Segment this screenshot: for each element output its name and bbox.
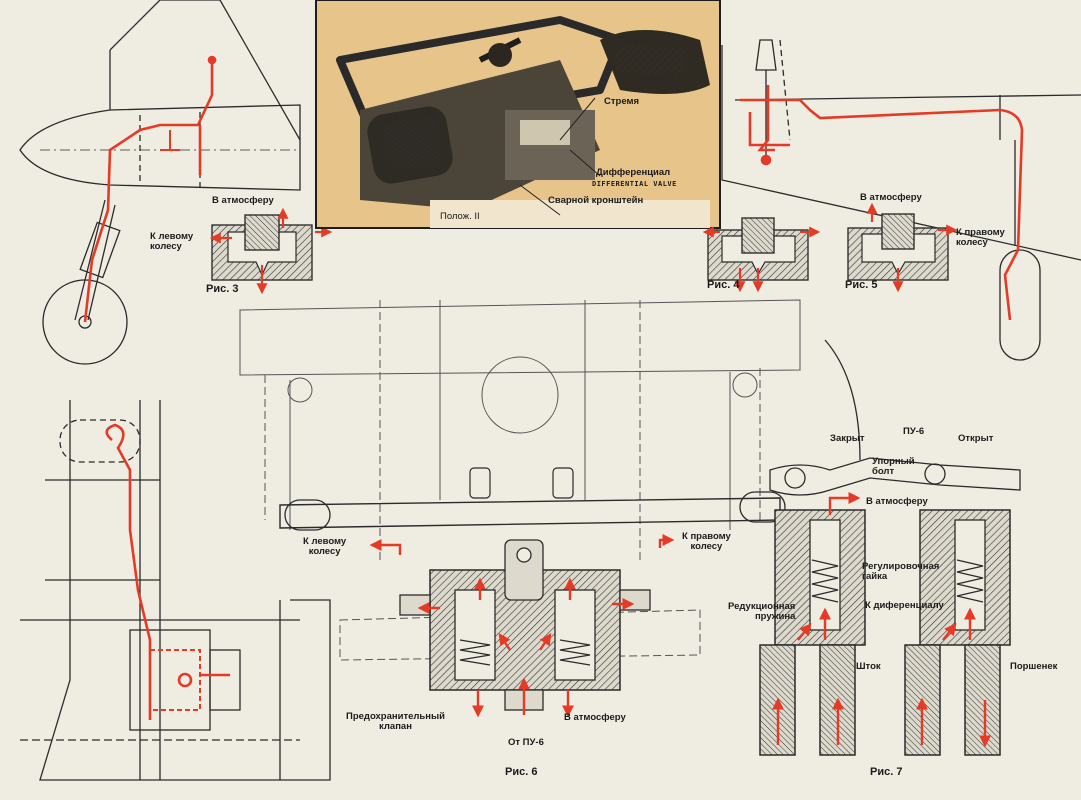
fig5-label-atmosphere: В атмосферу bbox=[860, 192, 922, 203]
fig6-arrows bbox=[369, 534, 675, 718]
fig7-label-closed: Закрыт bbox=[830, 433, 865, 444]
right-gear-brake-line bbox=[740, 85, 1024, 321]
fig3-title: Рис. 3 bbox=[206, 283, 239, 295]
fig7-label-atmosphere: В атмосферу bbox=[866, 496, 928, 507]
fig6-label-right-wheel: К правому колесу bbox=[682, 531, 731, 552]
fig7-pedal-link bbox=[769, 339, 1021, 496]
fig4-valve bbox=[707, 217, 809, 281]
left-gear-brake-line bbox=[83, 55, 217, 323]
fig3-label-left-wheel: К левому колесу bbox=[150, 231, 194, 252]
photo-label-position: Полож. II bbox=[440, 211, 480, 222]
fig7-label-rod: Шток bbox=[856, 661, 881, 672]
fig5-title: Рис. 5 bbox=[845, 279, 878, 291]
fig6-label-safety-valve: Предохранительный клапан bbox=[346, 711, 445, 732]
photo-label-stirrup: Стремя bbox=[604, 96, 640, 107]
fig7-label-reduction-spring: Редукционная пружина bbox=[728, 601, 796, 622]
photo-label-differential-en: DIFFERENTIAL VALVE bbox=[592, 180, 677, 188]
wing-root-brake-line bbox=[105, 423, 230, 720]
fig6-label-left-wheel: К левому колесу bbox=[303, 536, 347, 557]
pedal-photo bbox=[315, 0, 721, 229]
fig6-label-atmosphere: В атмосферу bbox=[564, 712, 626, 723]
fig3-arrows bbox=[209, 207, 333, 295]
photo-label-differential: Дифференциал bbox=[596, 167, 671, 178]
fig7-label-adjust-nut: Регулировочная гайка bbox=[862, 561, 940, 582]
fig6-valve-body bbox=[399, 539, 651, 711]
fig7-title: Рис. 7 bbox=[870, 766, 903, 778]
fig5-arrows bbox=[866, 202, 958, 293]
fig7-label-piston: Поршенек bbox=[1010, 661, 1058, 672]
fig7-arrows bbox=[772, 492, 991, 748]
fig6-title: Рис. 6 bbox=[505, 766, 538, 778]
fig4-title: Рис. 4 bbox=[707, 279, 740, 291]
fig7-label-open: Открыт bbox=[958, 433, 994, 444]
fig7-label-stop-bolt: Упорный болт bbox=[872, 456, 915, 477]
fig7-valves bbox=[759, 509, 1011, 756]
fig4-arrows bbox=[702, 226, 821, 293]
fig3-label-atmosphere: В атмосферу bbox=[212, 195, 274, 206]
fig7-label-pu6: ПУ-6 bbox=[903, 426, 925, 437]
photo-label-bracket: Сварной кронштейн bbox=[548, 195, 644, 206]
fig6-label-from-pu6: От ПУ-6 bbox=[508, 737, 544, 748]
wing-root-sketch bbox=[20, 400, 331, 781]
fig7-label-to-differential: К диференциалу bbox=[865, 600, 944, 611]
fig5-label-right-wheel: К правому колесу bbox=[956, 227, 1005, 248]
